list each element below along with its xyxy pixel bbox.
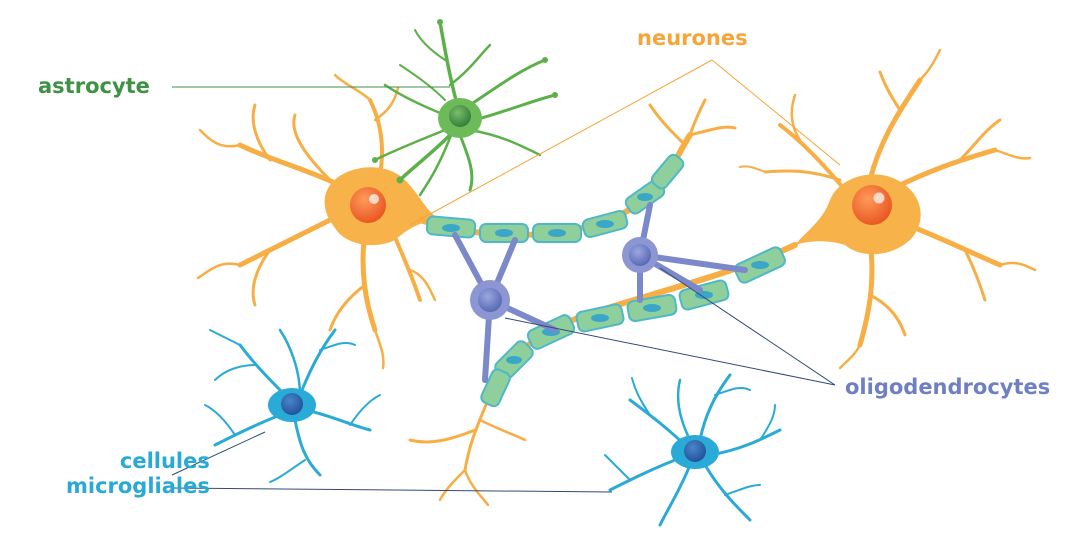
left-neuron-nucleus: [350, 187, 386, 223]
astrocyte-endfoot: [552, 92, 558, 98]
astrocyte-endfoot: [542, 57, 548, 63]
right-neuron-highlight: [874, 193, 885, 204]
left-neuron-highlight: [369, 194, 379, 204]
microglia-left-nucleus: [281, 393, 303, 415]
astrocyte-label: astrocyte: [38, 74, 150, 99]
oligodendrocytes-label: oligodendrocytes: [845, 375, 1050, 400]
astrocyte-endfoot: [397, 177, 404, 184]
astrocyte-endfoot: [437, 19, 443, 25]
microglia-label-line2: microgliales: [66, 474, 210, 499]
astrocyte-nucleus: [449, 105, 471, 127]
microglia-label: cellules microgliales: [66, 449, 210, 499]
astrocyte-endfoot: [372, 157, 378, 163]
microglia-label-line1: cellules: [66, 449, 210, 474]
microglia-right-nucleus: [684, 440, 706, 462]
neurones-label: neurones: [637, 26, 748, 51]
right-neuron-nucleus: [852, 185, 892, 225]
